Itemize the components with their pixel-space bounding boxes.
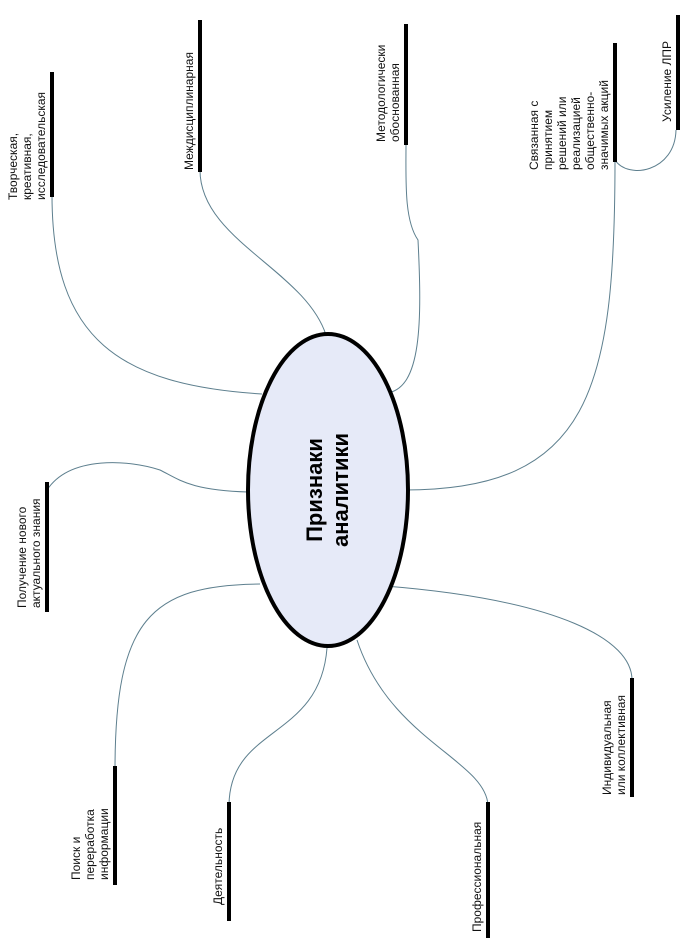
label-creative-line-1: Творческая, [6,133,20,200]
connector-professional [356,639,489,806]
connector-knowledge [46,462,249,493]
connector-lpr [614,129,677,171]
center-node [246,332,410,648]
connector-activity [228,647,328,806]
label-decision-line-1: Связанная с [527,101,541,170]
connector-interdisciplinary [199,169,327,336]
label-search-line-1: Поиск и [69,837,83,880]
label-individual-line-2: или коллективная [614,695,628,795]
label-search-line-3: информации [97,808,111,880]
label-professional-line-1: Профессиональная [470,822,484,932]
label-lpr-line-1: Усиление ЛПР [660,41,674,122]
label-decision-line-2: принятием [541,110,555,170]
label-creative-line-3: исследовательская [34,92,48,200]
label-knowledge-line-1: Получение нового [15,506,29,608]
center-title-line2: аналитики [328,433,353,547]
label-interdisciplinary-line-1: Междисциплинарная [182,52,196,170]
connector-methodological [385,142,421,394]
label-decision-line-6: значимых акций [597,80,611,170]
center-title-line1: Признаки [302,438,327,542]
connector-search [114,583,261,771]
label-decision-line-3: решений или [555,97,569,170]
connector-creative [51,194,263,395]
label-decision-line-5: общественно- [583,92,597,170]
label-search-line-2: переработка [83,809,97,880]
connector-individual [384,585,633,681]
label-creative-line-2: креативная, [20,133,34,200]
label-methodological-line-1: Методологически [374,45,388,142]
label-methodological-line-2: обоснованная [388,63,402,142]
label-knowledge-line-2: актуального знания [29,498,43,608]
label-decision-line-4: реализацией [569,97,583,170]
connector-decision [403,159,616,491]
label-activity-line-1: Деятельность [211,828,225,905]
label-individual-line-1: Индивидуальная [600,700,614,795]
